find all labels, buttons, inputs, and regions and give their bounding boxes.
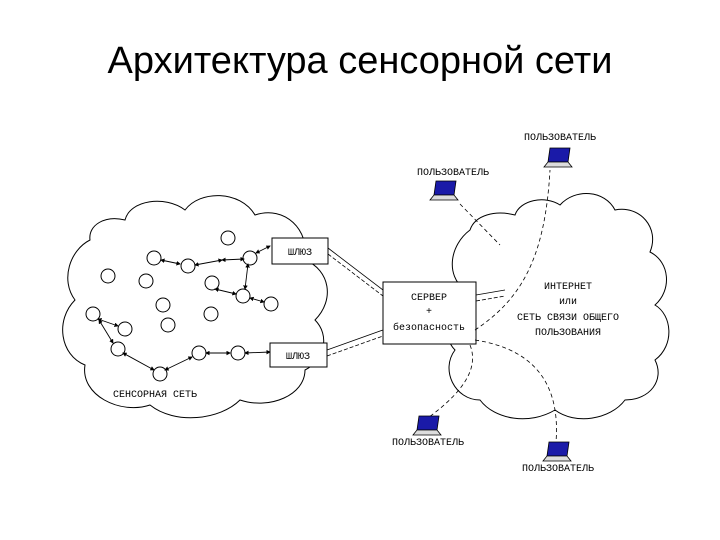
laptop-icon (412, 415, 442, 436)
gateway-bottom: ШЛЮЗ (269, 342, 328, 368)
svg-text:СЕТЬ СВЯЗИ ОБЩЕГО: СЕТЬ СВЯЗИ ОБЩЕГО (517, 313, 619, 324)
server-box: СЕРВЕР + безопасность (382, 281, 477, 345)
svg-text:СЕРВЕР: СЕРВЕР (411, 293, 447, 304)
internet-cloud (445, 193, 670, 420)
svg-text:ИНТЕРНЕТ: ИНТЕРНЕТ (544, 282, 592, 293)
svg-text:+: + (426, 307, 432, 318)
user-links (424, 169, 557, 443)
server-internet-links (475, 289, 506, 302)
sensor-node (263, 296, 279, 312)
svg-text:ШЛЮЗ: ШЛЮЗ (288, 248, 312, 259)
sensor-node (230, 345, 246, 361)
sensor-links (97, 245, 271, 371)
svg-text:безопасность: безопасность (393, 321, 465, 334)
svg-text:ПОЛЬЗОВАНИЯ: ПОЛЬЗОВАНИЯ (535, 328, 601, 339)
sensor-node (100, 268, 116, 284)
sensor-node (204, 275, 220, 291)
slide-title: Архитектура сенсорной сети (107, 40, 613, 82)
laptop-icon (429, 180, 459, 201)
gateway-top: ШЛЮЗ (271, 237, 329, 265)
sensor-node (191, 345, 207, 361)
internet-label: ИНТЕРНЕТ или СЕТЬ СВЯЗИ ОБЩЕГО ПОЛЬЗОВАН… (517, 282, 619, 339)
sensor-node (110, 341, 126, 357)
user-label-top-left: ПОЛЬЗОВАТЕЛЬ (417, 168, 489, 179)
user-label-bottom-right: ПОЛЬЗОВАТЕЛЬ (522, 464, 594, 475)
user-label-top-right: ПОЛЬЗОВАТЕЛЬ (524, 133, 596, 144)
sensor-network-label: СЕНСОРНАЯ СЕТЬ (113, 390, 197, 401)
gateway-server-links (326, 247, 384, 357)
sensor-node (146, 250, 162, 266)
laptop-icon (542, 441, 572, 462)
sensor-node (155, 297, 171, 313)
svg-text:или: или (559, 297, 577, 308)
sensor-node (242, 250, 258, 266)
sensor-node (152, 366, 168, 382)
sensor-network-cloud (62, 195, 328, 419)
sensor-node (85, 306, 101, 322)
sensor-node (180, 258, 196, 274)
sensor-node (220, 230, 236, 246)
sensor-node (160, 317, 176, 333)
laptop-icon (543, 147, 573, 168)
sensor-node (235, 288, 251, 304)
sensor-node (117, 321, 133, 337)
sensor-node (203, 306, 219, 322)
sensor-nodes (85, 230, 279, 382)
user-label-bottom-left: ПОЛЬЗОВАТЕЛЬ (392, 438, 464, 449)
svg-text:ШЛЮЗ: ШЛЮЗ (286, 352, 310, 363)
sensor-node (138, 273, 154, 289)
